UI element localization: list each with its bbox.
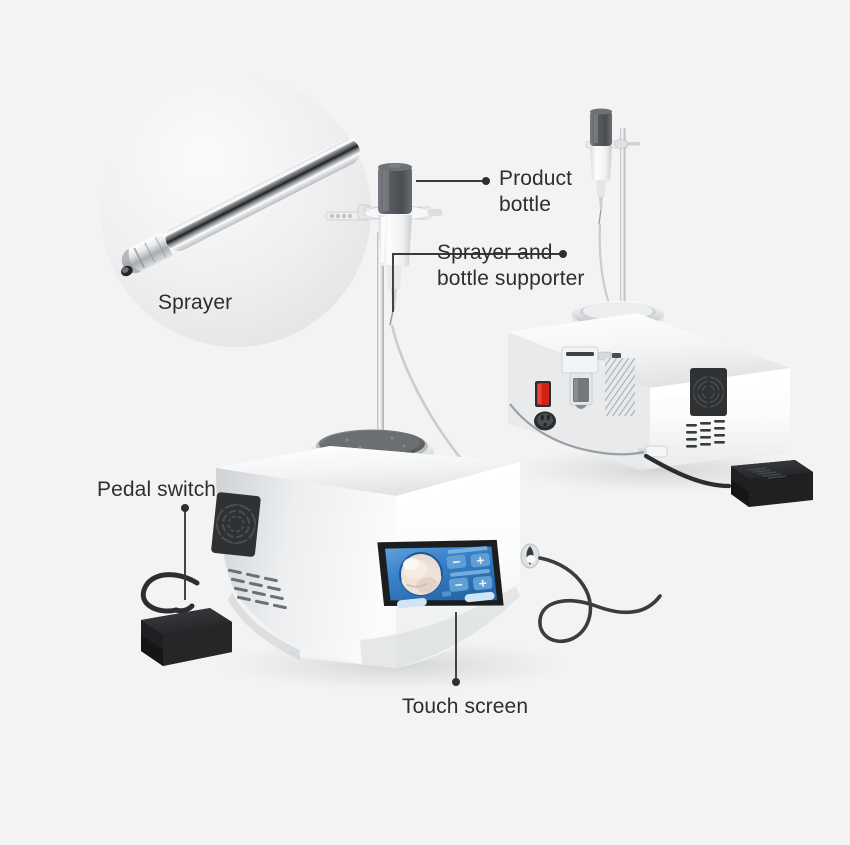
front-body-edge-highlight: [396, 462, 520, 508]
front-louver-vents: [227, 568, 287, 610]
back-air-hose: [509, 403, 645, 456]
front-machine-body: [211, 446, 540, 668]
touch-screen[interactable]: [377, 530, 504, 618]
front-body-base-shade-left: [228, 592, 300, 660]
back-pedal-switch[interactable]: [731, 460, 813, 507]
front-pedal-cable: [140, 572, 200, 614]
front-sprayer-cable: [538, 556, 662, 643]
label-sprayer: Sprayer: [158, 291, 233, 314]
leader-dot-pedal-switch: [181, 504, 189, 512]
leader-dot-touch-screen: [452, 678, 460, 686]
back-power-socket[interactable]: [534, 411, 556, 431]
back-spray-tip: [598, 209, 602, 225]
front-support-pole: [377, 232, 384, 447]
back-bottle-assembly: [585, 108, 640, 328]
back-air-filter-regulator: [561, 346, 621, 409]
touch-screen-ui: [396, 546, 495, 609]
front-pedal-switch[interactable]: [141, 608, 232, 666]
label-sprayer-and-bottle-supporter: Sprayer and bottle supporter: [437, 241, 585, 290]
screen-title-bar-2: [450, 568, 490, 577]
front-fan-grille: [211, 492, 261, 557]
back-product-bottle-cap: [590, 111, 612, 146]
label-touch-screen: Touch screen: [402, 695, 529, 718]
back-machine-body: [508, 313, 790, 470]
back-hatched-vent-panel: [605, 358, 635, 416]
sprayer-callout-group: [101, 77, 371, 347]
back-pedal-cable: [643, 453, 732, 489]
front-sprayer-port[interactable]: [520, 543, 540, 569]
screen-control-group-1: [446, 553, 491, 569]
front-pedal-cable-tail: [173, 603, 195, 614]
front-body-top-face: [216, 446, 520, 496]
front-body-left-face: [216, 468, 396, 668]
leader-sprayer-supporter: [392, 253, 563, 312]
screen-bottom-button-right[interactable]: [464, 591, 495, 603]
screen-control-group-2: [448, 575, 493, 592]
sprayer-device-illustration: [121, 137, 362, 277]
screen-bottom-button-left[interactable]: [396, 597, 428, 609]
front-bottle-neck: [386, 265, 402, 291]
front-product-bottle: [378, 215, 412, 269]
back-product-bottle: [590, 146, 612, 183]
front-bottle-assembly: [325, 163, 442, 447]
front-product-bottle-cap: [378, 166, 412, 214]
screen-logo: [442, 591, 452, 597]
back-louver-vents: [686, 420, 725, 448]
label-product-bottle: Product bottle: [499, 167, 573, 216]
leader-lines: [181, 177, 567, 686]
back-power-switch[interactable]: [535, 381, 551, 407]
front-machine-group: [140, 163, 662, 691]
back-bottle-neck: [596, 180, 606, 199]
leader-dot-sprayer-supporter: [559, 250, 567, 258]
front-body-base-shade: [360, 586, 520, 668]
back-fan-grille: [690, 368, 727, 416]
back-machine-group: [508, 108, 813, 507]
screen-title-bar-1: [447, 546, 488, 554]
leader-dot-product-bottle: [482, 177, 490, 185]
label-pedal-switch: Pedal switch: [97, 478, 217, 501]
back-support-pole: [620, 128, 626, 328]
